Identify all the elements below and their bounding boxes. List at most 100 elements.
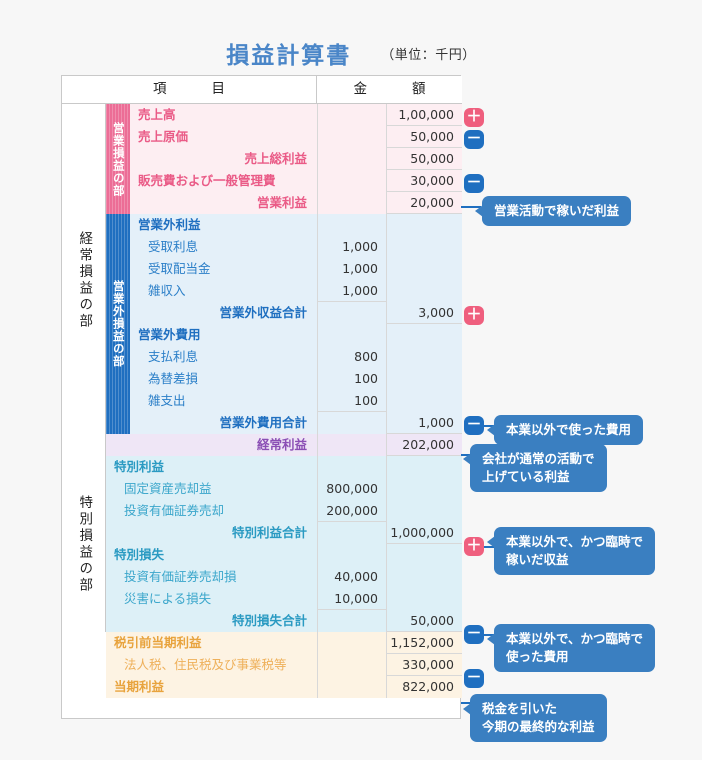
column-header-item: 項 目	[62, 76, 317, 103]
table-row: 営業外利益	[62, 214, 462, 236]
table-row: 売上総利益 50,000	[62, 148, 462, 170]
row-amount	[386, 544, 462, 566]
callout-non-operating-expense: 本業以外で使った費用	[486, 415, 644, 446]
row-label: 特別利益	[114, 459, 165, 474]
row-subamount	[317, 214, 386, 236]
row-subamount: 800	[317, 346, 386, 368]
row-label: 災害による損失	[124, 591, 212, 606]
row-label: 特別損失合計	[231, 613, 307, 628]
table-row: 雑収入 1,000	[62, 280, 462, 302]
table-row: 特別損失合計 50,000	[62, 610, 462, 632]
subsection-tab-operating: 営業損益の部	[106, 104, 130, 214]
row-amount: 202,000	[386, 434, 462, 456]
row-label: 投資有価証券売却	[124, 503, 225, 518]
row-subamount	[317, 126, 386, 148]
subsection-tab-operating-text: 営業損益の部	[111, 121, 126, 197]
row-amount	[386, 280, 462, 302]
table-row: 営業利益 20,000	[62, 192, 462, 214]
row-label: 受取配当金	[148, 261, 211, 276]
row-subamount	[317, 170, 386, 192]
row-amount	[386, 324, 462, 346]
row-subamount	[317, 522, 386, 544]
connector-operating-profit	[461, 206, 481, 208]
row-subamount	[317, 456, 386, 478]
row-label: 投資有価証券売却損	[124, 569, 237, 584]
row-label: 当期利益	[114, 679, 165, 694]
page-title: 損益計算書	[226, 43, 352, 69]
band-extraordinary	[106, 456, 462, 632]
band-ordinary-profit	[106, 434, 462, 456]
row-subamount	[317, 148, 386, 170]
minus-badge-income-tax: －	[464, 669, 484, 688]
row-label: 支払利息	[148, 349, 199, 364]
row-subamount: 40,000	[317, 566, 386, 588]
row-label: 為替差損	[148, 371, 199, 386]
callout-ordinary-profit: 会社が通常の活動で 上げている利益	[463, 444, 607, 493]
row-amount	[386, 588, 462, 610]
table-row: 売上高 1,00,000	[62, 104, 462, 126]
row-subamount	[317, 610, 386, 632]
plus-badge-sales: ＋	[464, 108, 484, 127]
row-subamount: 200,000	[317, 500, 386, 522]
row-subamount	[317, 412, 386, 434]
row-amount	[386, 478, 462, 500]
callout-net-profit: 税金を引いた 今期の最終的な利益	[463, 694, 607, 743]
row-subamount	[317, 544, 386, 566]
subsection-tab-non-operating-text: 営業外損益の部	[111, 280, 126, 368]
row-amount	[386, 236, 462, 258]
table-row: 特別利益	[62, 456, 462, 478]
income-statement-table: 項 目 金 額 経常損益の部 特別損益の部 営業損益の部 営業外損益の部	[61, 75, 462, 719]
row-label: 固定資産売却益	[124, 481, 212, 496]
row-amount: 1,152,000	[386, 632, 462, 654]
table-header-row: 項 目 金 額	[62, 76, 462, 104]
table-row: 営業外収益合計 3,000	[62, 302, 462, 324]
table-row: 為替差損 100	[62, 368, 462, 390]
section-label-ordinary-text: 経常損益の部	[76, 230, 93, 330]
row-amount: 20,000	[386, 192, 462, 214]
table-row: 売上原価 50,000	[62, 126, 462, 148]
row-amount: 30,000	[386, 170, 462, 192]
section-label-ordinary: 経常損益の部	[62, 104, 106, 456]
row-subamount: 1,000	[317, 258, 386, 280]
row-subamount	[317, 654, 386, 676]
title-area: 損益計算書（単位：千円）	[0, 36, 702, 70]
table-row: 受取配当金 1,000	[62, 258, 462, 280]
row-label: 特別利益合計	[231, 525, 307, 540]
row-label: 販売費および一般管理費	[138, 173, 276, 188]
row-label: 特別損失	[114, 547, 165, 562]
row-label: 売上原価	[138, 129, 189, 144]
row-label: 雑支出	[148, 393, 186, 408]
row-amount	[386, 258, 462, 280]
row-label: 売上高	[138, 107, 176, 122]
row-amount	[386, 390, 462, 412]
row-amount	[386, 566, 462, 588]
minus-badge-sga: －	[464, 174, 484, 193]
table-row: 営業外費用	[62, 324, 462, 346]
row-label: 営業外収益合計	[219, 305, 307, 320]
section-label-extraordinary-text: 特別損益の部	[76, 494, 93, 594]
callout-extraordinary-income: 本業以外で、かつ臨時で 稼いだ収益	[486, 527, 656, 576]
minus-badge-extraordinary-loss: －	[464, 625, 484, 644]
row-amount	[386, 456, 462, 478]
band-non-operating	[130, 214, 462, 434]
band-tax	[106, 632, 462, 698]
row-amount: 1,00,000	[386, 104, 462, 126]
row-subamount	[317, 302, 386, 324]
table-row: 雑支出 100	[62, 390, 462, 412]
row-amount: 822,000	[386, 676, 462, 698]
table-row: 税引前当期利益 1,152,000	[62, 632, 462, 654]
row-subamount	[317, 104, 386, 126]
row-label: 税引前当期利益	[114, 635, 202, 650]
callout-extraordinary-loss: 本業以外で、かつ臨時で 使った費用	[486, 624, 656, 673]
row-subamount	[317, 324, 386, 346]
row-amount: 1,000	[386, 412, 462, 434]
table-row: 支払利息 800	[62, 346, 462, 368]
row-subamount: 100	[317, 390, 386, 412]
row-amount: 50,000	[386, 610, 462, 632]
subsection-tab-non-operating: 営業外損益の部	[106, 214, 130, 434]
callout-operating-profit: 営業活動で稼いだ利益	[474, 196, 632, 227]
table-row: 法人税、住民税及び事業税等 330,000	[62, 654, 462, 676]
minus-badge-cogs: －	[464, 130, 484, 149]
table-row: 固定資産売却益 800,000	[62, 478, 462, 500]
table-row: 受取利息 1,000	[62, 236, 462, 258]
